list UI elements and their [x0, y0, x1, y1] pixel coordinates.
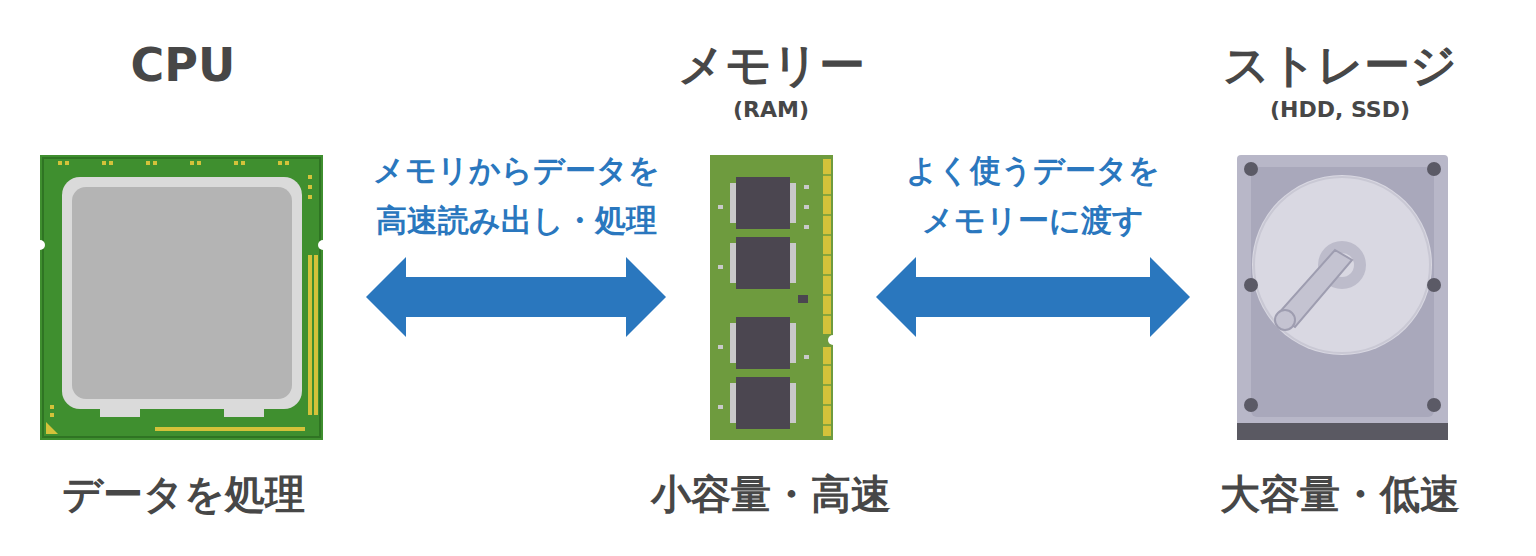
- component-subheading: (HDD, SSD): [1270, 98, 1410, 122]
- component-column: ストレージ (HDD, SSD) 大容量・低速: [1220, 20, 1460, 540]
- double-arrow: [366, 257, 666, 337]
- component-heading: CPU: [131, 40, 236, 91]
- arrow-label: よく使うデータを メモリーに渡す: [878, 145, 1188, 245]
- ram-illustration: [710, 155, 833, 440]
- component-subheading: (RAM): [733, 98, 809, 122]
- component-column: CPU データを処理: [30, 20, 336, 540]
- component-caption: 小容量・高速: [651, 472, 891, 516]
- double-arrow: [876, 257, 1190, 337]
- hdd-illustration: [1237, 155, 1448, 440]
- component-column: メモリー(RAM)小容量・高速: [696, 20, 846, 540]
- cpu-illustration: [40, 155, 323, 440]
- component-caption: データを処理: [62, 472, 305, 516]
- component-caption: 大容量・低速: [1220, 472, 1460, 516]
- component-heading: ストレージ: [1223, 40, 1457, 91]
- arrow-label: メモリからデータを 高速読み出し・処理: [361, 145, 671, 245]
- component-heading: メモリー: [678, 40, 865, 91]
